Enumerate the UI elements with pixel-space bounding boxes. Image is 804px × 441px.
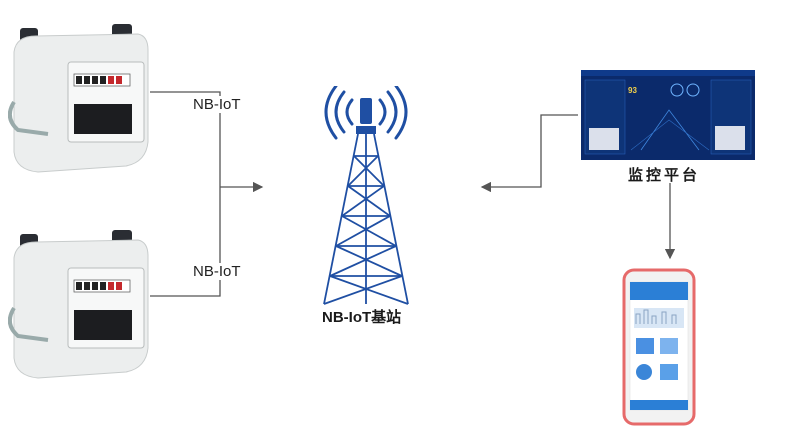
platform-kpi-value: 93 [628, 86, 637, 95]
cell-tower-icon [323, 86, 409, 305]
link-label-bottom: NB-IoT [191, 263, 243, 280]
link-label-top: NB-IoT [191, 96, 243, 113]
gas-meter-icon [8, 24, 149, 173]
platform-label: 监控平台 [628, 167, 701, 184]
platform-tower-link [480, 114, 578, 193]
gas-meter-icon [8, 230, 149, 379]
bottom-meter-link [150, 187, 221, 297]
base-station-label: NB-IoT基站 [322, 309, 402, 326]
smartphone-icon [622, 268, 696, 426]
top-meter-link [150, 91, 221, 187]
monitoring-screen-icon [581, 70, 755, 160]
